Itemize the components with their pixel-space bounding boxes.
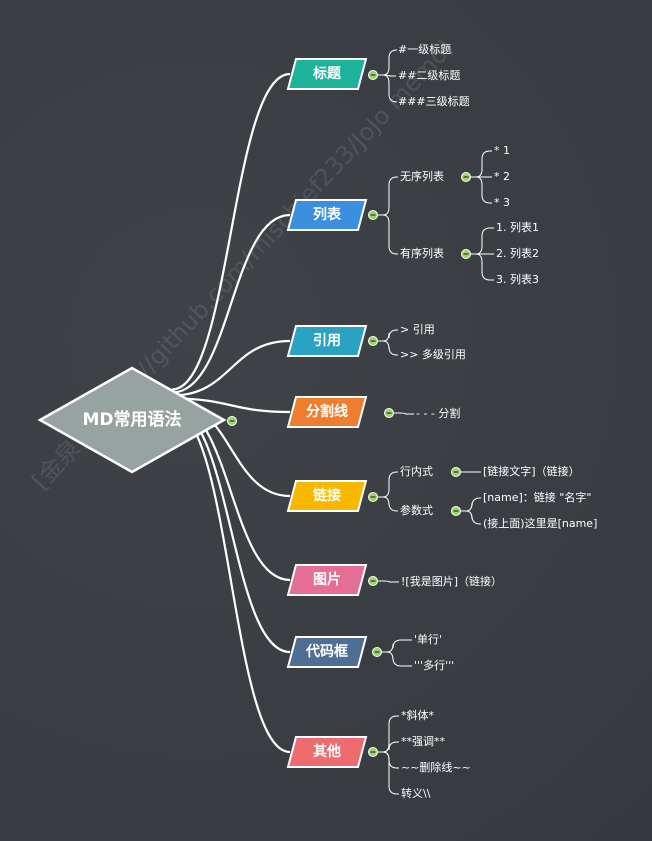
connector-line — [377, 49, 398, 76]
connector-line — [171, 213, 291, 394]
branch-topic-list[interactable] — [286, 199, 368, 231]
branch-label-code: 代码框 — [306, 644, 348, 660]
connector-line — [377, 176, 398, 216]
leaf-topic[interactable]: '单行' — [414, 633, 443, 646]
connector-line — [470, 176, 492, 204]
leaf-topic[interactable]: 2. 列表2 — [496, 247, 539, 260]
connector-line — [171, 397, 291, 414]
leaf-topic[interactable]: [name]：链接 "名字" — [483, 491, 592, 504]
connector-line — [470, 150, 492, 178]
branch-label-other: 其他 — [313, 744, 341, 760]
connector-line — [377, 471, 398, 498]
leaf-topic[interactable]: '''多行''' — [414, 659, 455, 672]
leaf-topic[interactable]: * 2 — [494, 170, 510, 183]
root-topic-label: MD常用语法 — [82, 410, 182, 430]
collapse-toggle-icon[interactable] — [451, 467, 461, 477]
leaf-topic[interactable]: **强调** — [401, 735, 445, 748]
leaf-topic[interactable]: 1. 列表1 — [496, 221, 539, 234]
collapse-toggle-icon[interactable] — [384, 408, 394, 418]
leaf-topic[interactable]: #一级标题 — [398, 43, 452, 56]
branch-topic-link[interactable] — [286, 480, 368, 512]
root-topic-shape[interactable] — [37, 366, 227, 474]
connector-line — [171, 406, 291, 654]
leaf-topic[interactable]: - - - 分割 — [416, 407, 461, 420]
branch-label-list: 列表 — [313, 207, 341, 223]
branch-label-image: 图片 — [313, 572, 341, 588]
sub-topic[interactable]: 参数式 — [400, 504, 433, 517]
branch-label-divider: 分割线 — [306, 404, 348, 420]
collapse-toggle-icon[interactable] — [368, 210, 378, 220]
branch-topic-heading[interactable] — [286, 58, 368, 90]
connector-line — [470, 253, 494, 281]
branch-topic-image[interactable] — [286, 564, 368, 596]
connector-line — [460, 510, 481, 525]
connector-line — [377, 496, 398, 512]
branch-label-quote: 引用 — [313, 333, 341, 349]
collapse-toggle-icon[interactable] — [372, 647, 382, 657]
connector-line — [377, 580, 399, 583]
collapse-toggle-icon[interactable] — [461, 172, 471, 182]
leaf-topic[interactable]: [链接文字]（链接） — [483, 465, 580, 478]
branch-topic-other[interactable] — [286, 736, 368, 768]
leaf-topic[interactable]: ~~删除线~~ — [401, 761, 471, 774]
leaf-topic[interactable]: > 引用 — [400, 323, 435, 336]
connector-line — [460, 497, 481, 512]
sub-topic[interactable]: 行内式 — [400, 465, 433, 478]
connector-line — [377, 741, 399, 753]
collapse-toggle-icon[interactable] — [368, 576, 378, 586]
leaf-topic[interactable]: *斜体* — [401, 709, 434, 722]
connector-line — [470, 227, 494, 255]
connector-line — [393, 412, 414, 415]
connector-line — [377, 74, 398, 103]
branch-topic-code[interactable] — [286, 636, 368, 668]
connector-line — [377, 751, 399, 795]
collapse-toggle-icon[interactable] — [368, 336, 378, 346]
leaf-topic[interactable]: 3. 列表3 — [496, 273, 539, 286]
branch-label-link: 链接 — [313, 488, 341, 504]
branch-topic-divider[interactable] — [286, 396, 368, 428]
leaf-topic[interactable]: 转义\\ — [401, 787, 431, 800]
connector-line — [171, 72, 291, 391]
collapse-toggle-icon[interactable] — [368, 492, 378, 502]
leaf-topic[interactable]: ###三级标题 — [398, 95, 470, 108]
collapse-toggle-icon[interactable] — [451, 506, 461, 516]
sub-topic[interactable]: 有序列表 — [400, 247, 444, 260]
sub-topic[interactable]: 无序列表 — [400, 170, 444, 183]
leaf-topic[interactable]: >> 多级引用 — [400, 348, 466, 361]
connector-line — [377, 214, 398, 255]
leaf-topic[interactable]: ![我是图片]（链接） — [401, 575, 502, 588]
connector-line — [381, 651, 412, 667]
leaf-topic[interactable]: * 1 — [494, 144, 510, 157]
branch-topic-quote[interactable] — [286, 325, 368, 357]
leaf-topic[interactable]: ##二级标题 — [398, 69, 461, 82]
connector-line — [377, 340, 398, 356]
collapse-toggle-icon[interactable] — [368, 70, 378, 80]
leaf-topic[interactable]: (接上面)这里是[name] — [483, 517, 598, 530]
connector-line — [377, 329, 398, 342]
branch-label-heading: 标题 — [313, 66, 341, 82]
collapse-toggle-icon[interactable] — [461, 249, 471, 259]
collapse-toggle-icon[interactable] — [227, 416, 237, 426]
connector-line — [171, 409, 291, 754]
connector-line — [381, 639, 412, 653]
connector-line — [171, 339, 291, 397]
leaf-topic[interactable]: * 3 — [494, 196, 510, 209]
collapse-toggle-icon[interactable] — [368, 747, 378, 757]
connector-line — [377, 715, 399, 753]
